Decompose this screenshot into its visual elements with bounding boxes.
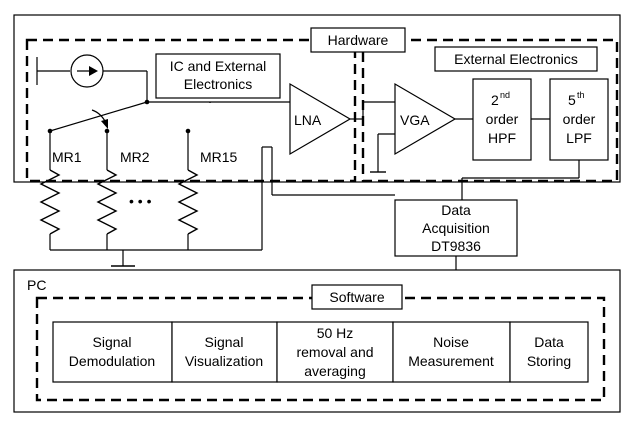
lna-triangle-icon — [289, 82, 352, 156]
block-noise-measurement — [392, 321, 511, 383]
daq-line1: Data — [441, 202, 471, 218]
ellipsis: • • • — [129, 193, 152, 209]
resistor-mr1-icon — [39, 169, 61, 235]
external-title-box — [434, 46, 598, 72]
ic-region-dashed — [25, 38, 357, 183]
software-blocks: Signal Demodulation Signal Visualization… — [52, 321, 589, 383]
block-data-storing — [509, 321, 589, 383]
software-dashed-border — [35, 296, 606, 402]
lna-amplifier: LNA — [262, 82, 395, 195]
multiplexer-switch — [47, 101, 290, 134]
block5-line2: Storing — [527, 353, 571, 369]
daq-line3: DT9836 — [431, 238, 481, 254]
block-signal-visualization — [171, 321, 278, 383]
pc-border — [13, 269, 621, 413]
resistor-mr15-icon — [177, 169, 199, 235]
block3-line3: averaging — [304, 363, 366, 379]
hardware-title: Hardware — [328, 32, 389, 48]
ic-label-box — [155, 53, 281, 99]
block1-line1: Signal — [93, 334, 132, 350]
software-title: Software — [329, 289, 384, 305]
resistor-mr2-icon — [96, 169, 118, 235]
block4-line2: Measurement — [408, 353, 494, 369]
mr1-label: MR1 — [52, 149, 82, 165]
lpf-box — [549, 78, 609, 161]
mr15-label: MR15 — [200, 149, 238, 165]
hpf-filter: 2 nd order HPF — [472, 78, 550, 161]
hardware-title-box — [310, 27, 406, 53]
block4-line1: Noise — [433, 334, 469, 350]
lpf-line2: order — [563, 111, 596, 127]
pc-section: PC Software Signal Demodulation Signal V… — [13, 269, 621, 413]
block-signal-demodulation — [52, 321, 173, 383]
ic-label-line1: IC and External — [170, 58, 267, 74]
block3-line1: 50 Hz — [317, 325, 354, 341]
block2-line2: Visualization — [185, 353, 263, 369]
hardware-outer-border — [13, 14, 621, 183]
vga-triangle-icon — [394, 82, 457, 156]
external-region-dashed — [361, 38, 619, 183]
hpf-order-sup: nd — [500, 90, 510, 100]
mr-sensor-array: MR1 MR2 MR15 • • • — [39, 131, 263, 267]
vga-label: VGA — [400, 112, 430, 128]
block-50hz-removal — [276, 321, 394, 383]
daq-box — [394, 199, 518, 257]
lpf-order-sup: th — [577, 90, 585, 100]
lpf-line3: LPF — [566, 130, 592, 146]
hardware-section: Hardware IC and External Electronics — [13, 14, 621, 267]
block2-line1: Signal — [205, 334, 244, 350]
daq-line2: Acquisition — [422, 220, 490, 236]
ic-label-line2: Electronics — [184, 76, 252, 92]
block3-line2: removal and — [296, 344, 373, 360]
mr2-label: MR2 — [120, 149, 150, 165]
hpf-order-num: 2 — [491, 92, 499, 108]
lpf-filter: 5 th order LPF — [461, 78, 609, 200]
block5-line1: Data — [534, 334, 564, 350]
hpf-line3: HPF — [488, 130, 516, 146]
current-source — [36, 54, 150, 105]
lpf-order-num: 5 — [568, 92, 576, 108]
external-title: External Electronics — [454, 51, 578, 67]
pc-title: PC — [27, 277, 46, 293]
data-acquisition-block: Data Acquisition DT9836 — [272, 194, 518, 270]
lna-label: LNA — [294, 112, 322, 128]
software-title-box — [311, 284, 403, 310]
block1-line2: Demodulation — [69, 353, 155, 369]
vga-amplifier: VGA — [370, 82, 473, 173]
hpf-line2: order — [486, 111, 519, 127]
